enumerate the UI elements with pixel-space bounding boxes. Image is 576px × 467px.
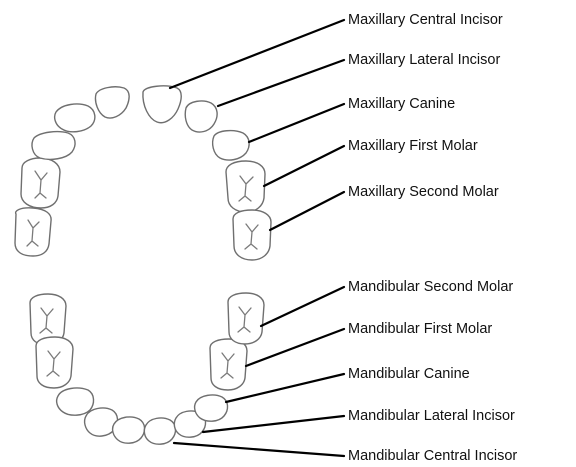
mandibular-central-incisor-left xyxy=(144,418,175,444)
leader-maxillary-canine xyxy=(249,104,344,142)
mandibular-arch xyxy=(30,293,264,444)
mandibular-lateral-incisor-left xyxy=(113,417,145,443)
leader-mandibular-central-incisor xyxy=(174,443,344,456)
leader-mandibular-second-molar xyxy=(261,287,344,326)
leader-maxillary-first-molar xyxy=(264,146,344,186)
leader-mandibular-lateral-incisor xyxy=(203,416,344,432)
maxillary-lateral-incisor-right xyxy=(185,101,217,132)
label-mandibular-canine: Mandibular Canine xyxy=(348,366,470,382)
label-mandibular-second-molar: Mandibular Second Molar xyxy=(348,279,513,295)
mandibular-first-molar-left xyxy=(36,337,73,388)
label-mandibular-central-incisor: Mandibular Central Incisor xyxy=(348,448,517,464)
label-maxillary-lateral-incisor: Maxillary Lateral Incisor xyxy=(348,52,500,68)
leader-maxillary-central-incisor xyxy=(170,20,344,88)
maxillary-canine-right xyxy=(213,131,249,160)
label-mandibular-first-molar: Mandibular First Molar xyxy=(348,321,492,337)
mandibular-premolar-2-left xyxy=(57,388,94,415)
mandibular-second-molar-right xyxy=(228,293,264,344)
label-mandibular-lateral-incisor: Mandibular Lateral Incisor xyxy=(348,408,515,424)
leader-maxillary-second-molar xyxy=(270,192,344,230)
maxillary-premolar-2-left xyxy=(32,132,75,160)
maxillary-central-incisor-left xyxy=(143,86,181,123)
maxillary-lateral-incisor-left xyxy=(95,87,129,118)
maxillary-premolar-1-left xyxy=(55,104,95,132)
label-maxillary-central-incisor: Maxillary Central Incisor xyxy=(348,12,503,28)
mandibular-lateral-incisor-right xyxy=(195,395,228,421)
label-maxillary-second-molar: Maxillary Second Molar xyxy=(348,184,499,200)
label-maxillary-canine: Maxillary Canine xyxy=(348,96,455,112)
label-maxillary-first-molar: Maxillary First Molar xyxy=(348,138,478,154)
mandibular-first-molar-right xyxy=(210,339,247,390)
leader-maxillary-lateral-incisor xyxy=(218,60,344,106)
maxillary-arch xyxy=(15,86,271,260)
